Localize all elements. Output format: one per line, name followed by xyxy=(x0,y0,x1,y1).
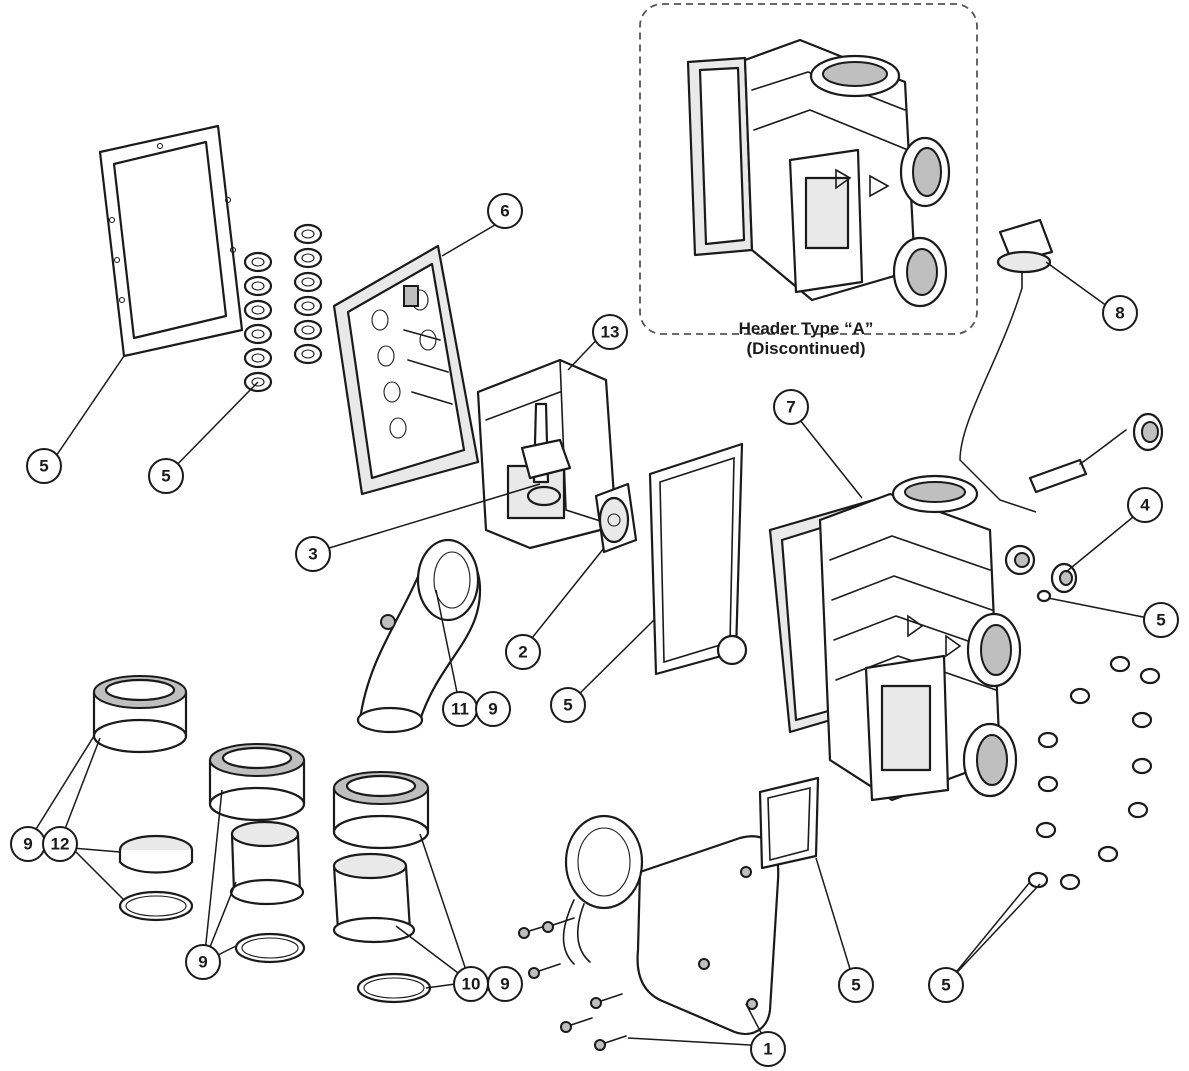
callout-union-b: 12 xyxy=(42,826,78,862)
svg-text:2: 2 xyxy=(518,643,527,662)
callout-bracket: 13 xyxy=(592,314,628,350)
svg-text:5: 5 xyxy=(941,976,950,995)
inset-caption-title: Header Type “A” xyxy=(739,319,874,338)
drain-plug xyxy=(716,544,1078,666)
svg-text:9: 9 xyxy=(488,700,497,719)
flapper-assembly xyxy=(594,482,638,554)
small-washers xyxy=(1027,655,1161,891)
callout-union-a: 9 xyxy=(10,826,46,862)
igniter-cover xyxy=(562,814,780,1036)
svg-text:4: 4 xyxy=(1140,496,1150,515)
leader-lines xyxy=(27,221,1159,1047)
svg-text:5: 5 xyxy=(563,696,572,715)
callout-cover: 1 xyxy=(750,1031,786,1067)
inset-caption-subtitle: (Discontinued) xyxy=(747,339,866,358)
pressure-switch xyxy=(959,218,1054,513)
callout-g-small: 5 xyxy=(838,967,874,1003)
large-gasket xyxy=(98,124,244,358)
callout-switch: 8 xyxy=(1102,295,1138,331)
o-ring-3 xyxy=(356,972,432,1004)
inset-header-type-a: Header Type “A” (Discontinued) xyxy=(639,3,978,358)
callout-g-rect: 5 xyxy=(550,687,586,723)
callout-elbow-b: 9 xyxy=(475,691,511,727)
svg-text:9: 9 xyxy=(23,835,32,854)
callout-g-large: 5 xyxy=(26,448,62,484)
o-ring-stack-right xyxy=(293,223,323,365)
o-ring-1 xyxy=(118,890,194,922)
o-ring-2 xyxy=(234,932,306,964)
svg-text:10: 10 xyxy=(462,975,481,994)
bushing xyxy=(1132,412,1164,452)
pressure-tube xyxy=(959,287,1037,513)
callout-orings-left: 5 xyxy=(148,458,184,494)
check-valve xyxy=(520,402,572,507)
union-nut-2 xyxy=(208,743,306,822)
callout-header: 7 xyxy=(773,389,809,425)
o-ring-stack-left xyxy=(243,251,273,393)
callout-adapt-c: 9 xyxy=(487,966,523,1002)
union-nut-3 xyxy=(332,771,430,850)
svg-text:6: 6 xyxy=(500,202,509,221)
svg-text:5: 5 xyxy=(851,976,860,995)
svg-text:13: 13 xyxy=(601,323,620,342)
svg-text:11: 11 xyxy=(451,700,469,719)
callout-plug: 4 xyxy=(1127,487,1163,523)
svg-text:8: 8 xyxy=(1115,304,1124,323)
svg-text:5: 5 xyxy=(161,467,170,486)
small-gasket xyxy=(758,776,820,870)
svg-text:5: 5 xyxy=(39,457,48,476)
svg-text:7: 7 xyxy=(786,398,795,417)
screws xyxy=(518,917,627,1051)
igniter-ring xyxy=(564,814,644,910)
end-cap xyxy=(118,834,194,874)
header-tray xyxy=(332,244,480,496)
tailpiece-1 xyxy=(229,820,305,906)
callout-valve: 3 xyxy=(295,536,331,572)
svg-text:9: 9 xyxy=(198,953,207,972)
main-header xyxy=(768,474,1022,802)
union-nut-1 xyxy=(92,675,188,754)
elbow-fitting xyxy=(356,538,482,734)
callout-tray: 6 xyxy=(487,193,523,229)
callout-elbow-a: 11 xyxy=(442,691,478,727)
svg-text:9: 9 xyxy=(500,975,509,994)
callout-washer: 5 xyxy=(1143,602,1179,638)
callout-adapt-b: 10 xyxy=(453,966,489,1002)
svg-text:3: 3 xyxy=(308,545,317,564)
inset-dashed-border xyxy=(639,3,978,335)
callout-flapper: 2 xyxy=(505,634,541,670)
svg-text:12: 12 xyxy=(51,835,70,854)
tailpiece-2 xyxy=(332,852,416,944)
callout-adapt-a: 9 xyxy=(185,944,221,980)
callout-washers-right: 5 xyxy=(928,967,964,1003)
temperature-sensor xyxy=(1028,429,1127,494)
svg-text:1: 1 xyxy=(763,1040,772,1059)
svg-text:5: 5 xyxy=(1156,611,1165,630)
